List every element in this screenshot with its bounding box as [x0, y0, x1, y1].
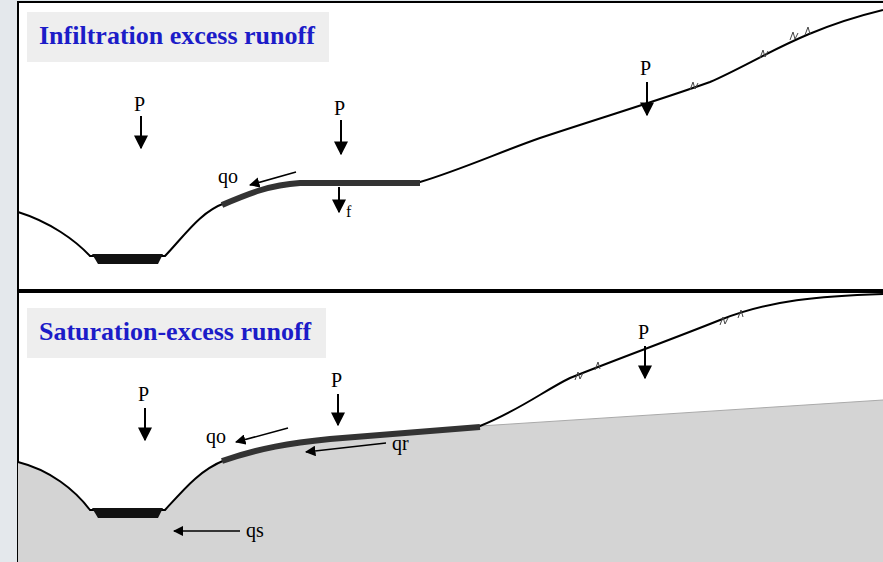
- flow-label: qo: [206, 426, 226, 446]
- grass-tuft: [575, 310, 743, 380]
- title-box: Saturation-excess runoff: [27, 308, 326, 358]
- flow-label: P: [640, 58, 651, 78]
- saturated-zone: [18, 400, 883, 562]
- precipitation-arrow: [644, 346, 646, 378]
- flow-label: qo: [218, 166, 238, 186]
- water-table: [480, 400, 883, 426]
- return-flow-arrow: [306, 443, 386, 452]
- precipitation-arrow: [140, 116, 142, 148]
- precipitation-arrow: [144, 408, 146, 440]
- flow-label: P: [134, 94, 145, 114]
- flow-label: P: [331, 370, 342, 390]
- flow-label: qs: [246, 520, 264, 540]
- panel: [18, 292, 883, 562]
- side-strip: [0, 0, 18, 562]
- flow-label: P: [138, 384, 149, 404]
- subsurface-flow-arrow: [174, 530, 240, 532]
- flow-label: P: [638, 322, 649, 342]
- panel-title: Saturation-excess runoff: [39, 316, 314, 347]
- ponded-water: [222, 183, 420, 205]
- overland-flow-arrow: [236, 428, 288, 442]
- panel: [18, 2, 883, 290]
- saturated-overland-flow: [222, 427, 480, 461]
- panel-title: Infiltration excess runoff: [39, 20, 317, 51]
- precipitation-arrow: [646, 82, 648, 115]
- stream-channel: [92, 508, 163, 518]
- grass-tuft: [690, 27, 810, 90]
- flow-label: P: [334, 98, 345, 118]
- ground-surface: [18, 294, 883, 510]
- precipitation-arrow: [337, 394, 339, 425]
- flow-label: f: [346, 204, 351, 220]
- precipitation-arrow: [340, 120, 342, 154]
- title-box: Infiltration excess runoff: [27, 12, 329, 62]
- overland-flow-arrow: [250, 172, 296, 185]
- infiltration-arrow: [338, 187, 340, 212]
- stream-channel: [92, 254, 163, 264]
- ground-surface: [18, 10, 883, 256]
- flow-label: qr: [392, 433, 409, 453]
